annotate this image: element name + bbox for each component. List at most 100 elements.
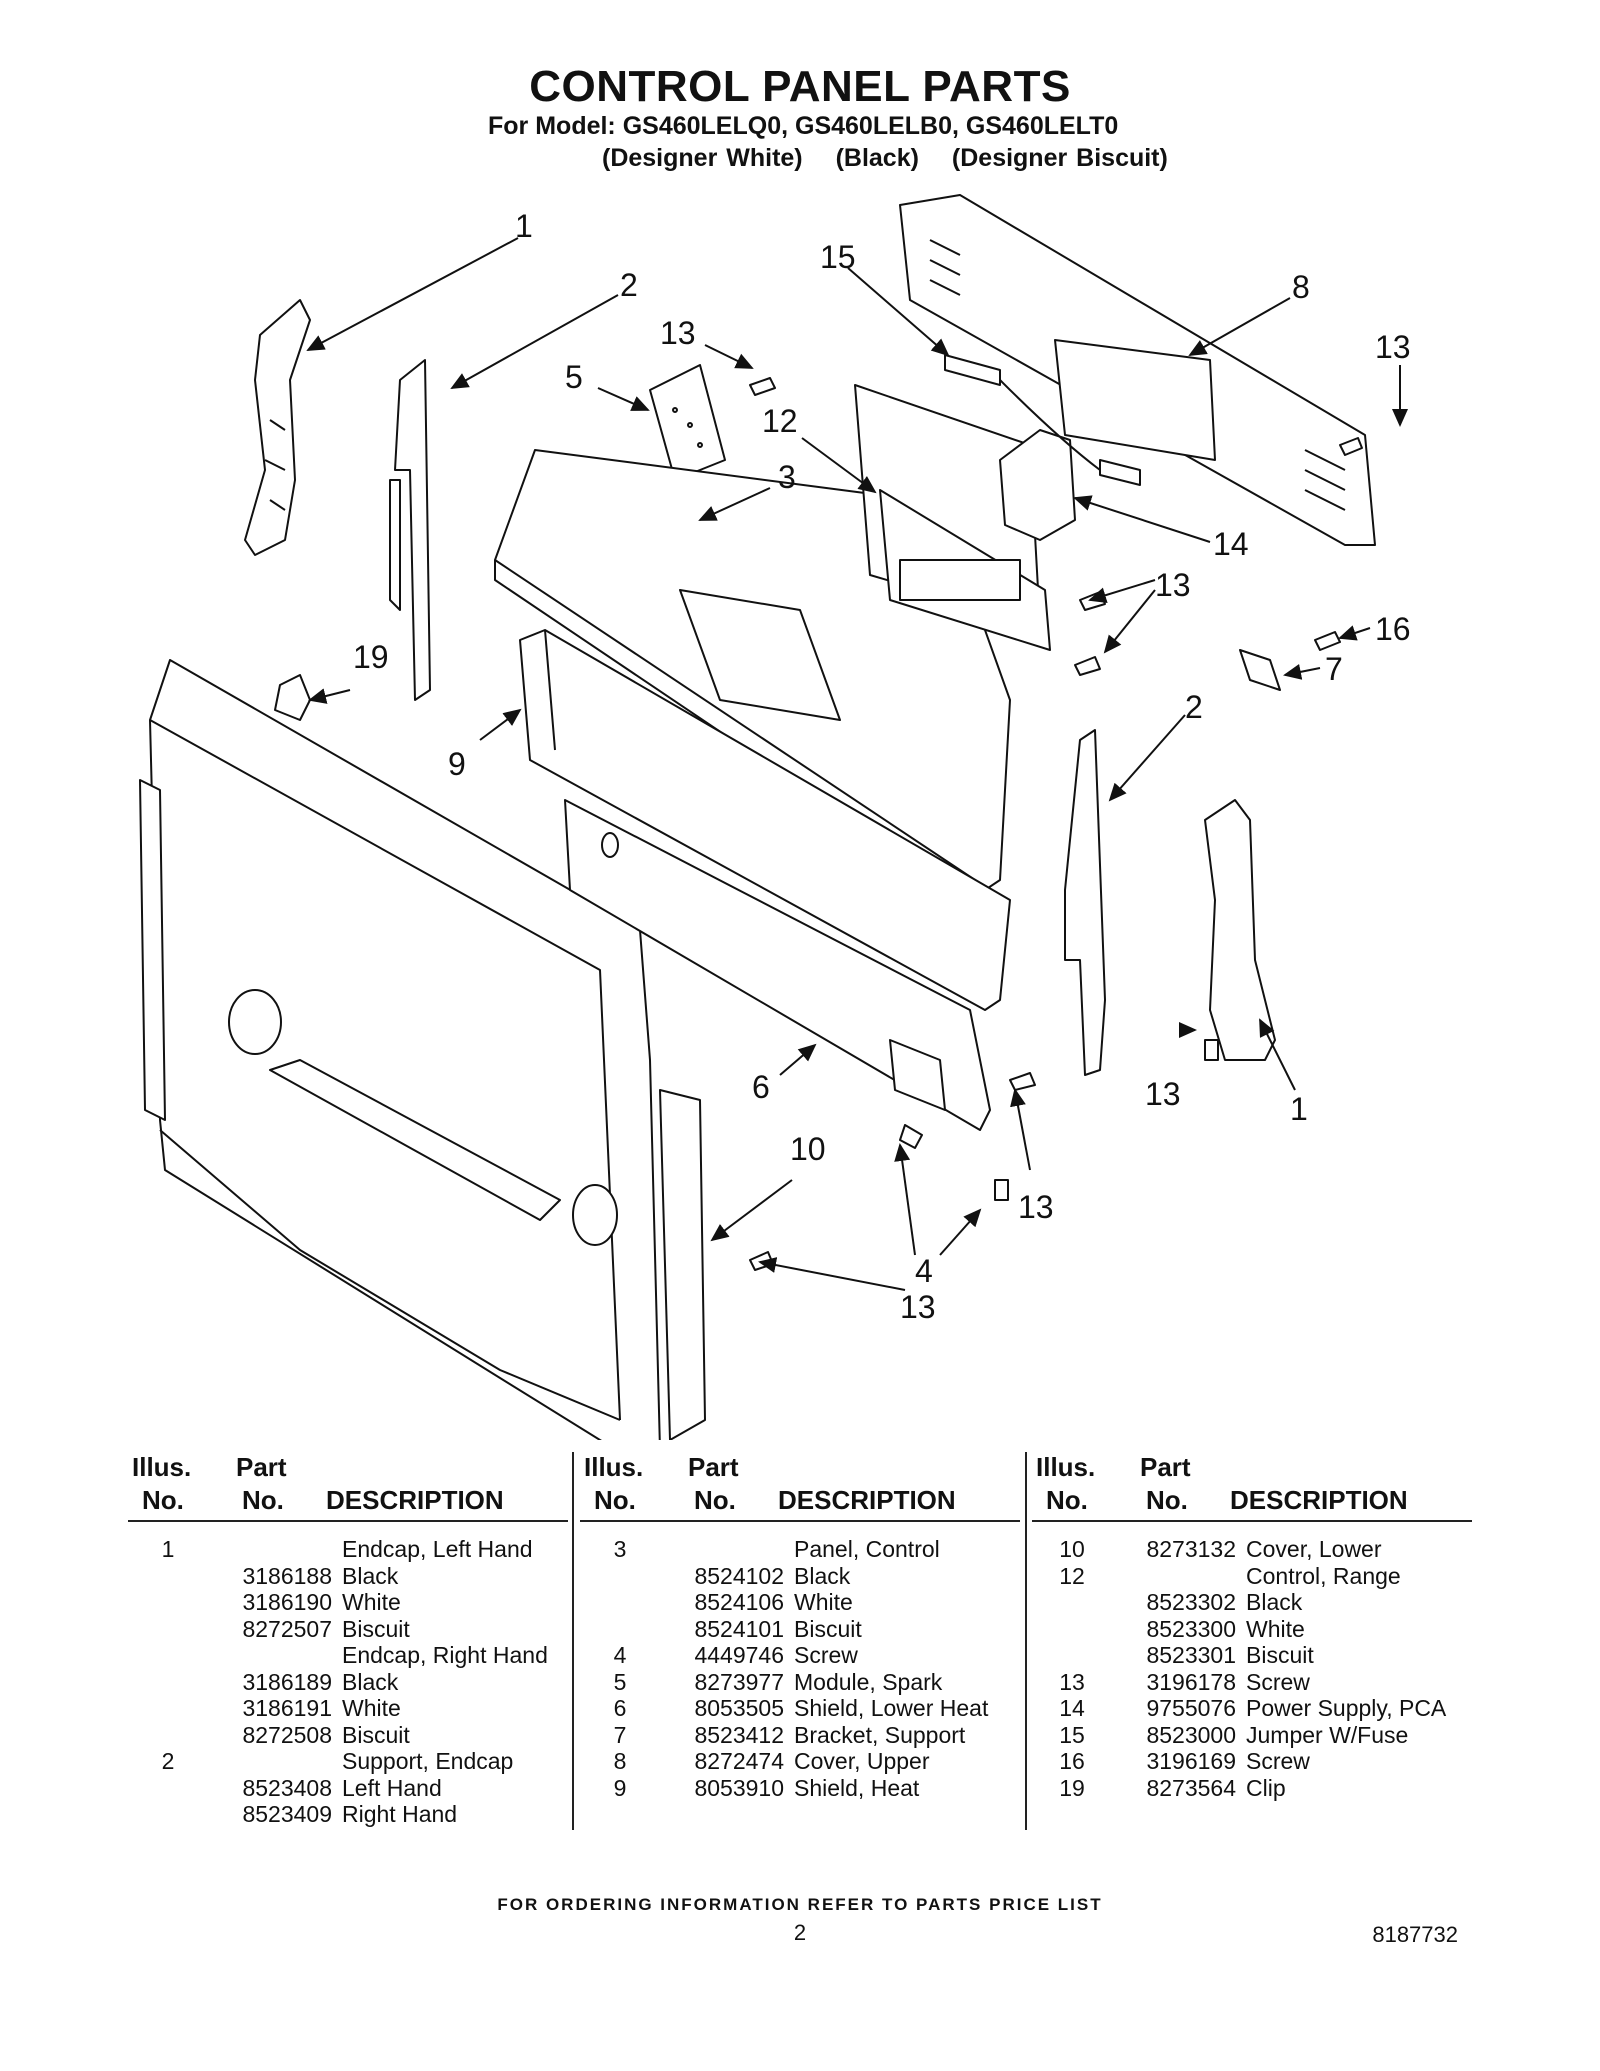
illus-number: 16 — [1059, 1748, 1085, 1774]
part-description: Black — [1246, 1589, 1303, 1615]
part-description: Biscuit — [794, 1615, 862, 1642]
illus-number: 3 — [613, 1536, 627, 1562]
header-part: Part — [1140, 1452, 1191, 1482]
part-number: 8273132 — [1146, 1536, 1236, 1562]
part-description: Right Hand — [342, 1801, 458, 1827]
callout-4: 4 — [915, 1253, 933, 1289]
callout-13-c: 13 — [1155, 567, 1191, 603]
part-description: Biscuit — [342, 1721, 410, 1748]
part-description: Bracket, Support — [794, 1721, 966, 1748]
page-number: 2 — [793, 1920, 807, 1945]
part-description: White — [1246, 1615, 1305, 1642]
table-row: 8524102 Black — [580, 1563, 1020, 1590]
model-line: For Model: GS460LELQ0, GS460LELB0, GS460… — [488, 112, 1119, 140]
header-description: DESCRIPTION — [778, 1485, 956, 1515]
callout-7: 7 — [1325, 651, 1343, 687]
callout-numbers: 1 2 13 5 15 8 13 12 3 14 13 16 7 19 9 2 … — [353, 208, 1411, 1325]
part-description: Black — [794, 1562, 851, 1589]
header-illus-no: No. — [142, 1485, 184, 1515]
color-designer-white: (Designer White) — [602, 144, 803, 172]
part-description: Shield, Lower Heat — [794, 1695, 989, 1721]
callout-13-e: 13 — [900, 1289, 936, 1325]
part-number: 8524102 — [694, 1562, 784, 1589]
power-supply-part — [999, 429, 1076, 541]
header-part-no: No. — [694, 1485, 736, 1515]
part-number: 3186191 — [242, 1695, 332, 1721]
lower-heat-shield-part — [564, 799, 991, 1131]
lower-cover-part — [139, 659, 706, 1440]
part-number: 8272474 — [694, 1748, 784, 1774]
header-illus: Illus. — [132, 1452, 192, 1482]
ordering-note: FOR ORDERING INFORMATION REFER TO PARTS … — [497, 1895, 1103, 1914]
part-number: 4449746 — [694, 1642, 784, 1668]
header-description: DESCRIPTION — [326, 1485, 504, 1515]
part-number: 3186188 — [242, 1562, 332, 1589]
table-header: Illus. No. Part No. DESCRIPTION — [128, 1452, 568, 1522]
part-number: 3196178 — [1146, 1668, 1236, 1695]
callout-1-left: 1 — [515, 208, 533, 244]
callout-15: 15 — [820, 239, 856, 275]
part-number: 3186190 — [242, 1589, 332, 1615]
clip-part — [274, 674, 311, 721]
header-illus-no: No. — [1046, 1485, 1088, 1515]
support-bracket-part — [1239, 649, 1281, 691]
part-description: Panel, Control — [794, 1536, 940, 1562]
header-illus: Illus. — [584, 1452, 644, 1482]
illus-number: 4 — [613, 1642, 627, 1668]
model-colors: (Designer White) (Black) (Designer Biscu… — [602, 144, 1192, 173]
illus-number: 19 — [1059, 1774, 1085, 1801]
callout-3: 3 — [778, 459, 796, 495]
table-row: 3 Panel, Control — [580, 1536, 1020, 1563]
part-description: Jumper W/Fuse — [1246, 1721, 1409, 1748]
part-description: Clip — [1246, 1774, 1286, 1801]
illus-number: 8 — [613, 1748, 627, 1774]
range-control-part — [854, 384, 1051, 651]
callout-19: 19 — [353, 639, 389, 675]
column-divider — [1025, 1452, 1027, 1830]
header-description: DESCRIPTION — [1230, 1485, 1408, 1515]
color-black: (Black) — [835, 144, 919, 172]
part-description: White — [342, 1695, 401, 1721]
part-description: Biscuit — [1246, 1642, 1314, 1668]
callout-2-left: 2 — [620, 267, 638, 303]
part-description: White — [794, 1589, 853, 1615]
part-description: Endcap, Left Hand — [342, 1536, 533, 1562]
part-description: Screw — [1246, 1668, 1310, 1695]
table-row: 1 Endcap, Left Hand — [128, 1536, 568, 1563]
leader-lines — [306, 237, 1408, 1291]
part-number: 9755076 — [1146, 1695, 1236, 1721]
left-endcap-support-part — [389, 359, 431, 701]
illus-number: 14 — [1059, 1695, 1085, 1721]
part-number: 8524101 — [694, 1615, 784, 1642]
illus-number: 5 — [613, 1668, 627, 1695]
part-number: 3196169 — [1146, 1748, 1236, 1774]
document-number: 8187732 — [1372, 1922, 1458, 1947]
table-row: Endcap, Right Hand — [128, 1642, 568, 1669]
illus-number: 6 — [613, 1695, 627, 1721]
color-designer-biscuit: (Designer Biscuit) — [951, 144, 1168, 172]
part-number: 8273564 — [1146, 1774, 1236, 1801]
table-header: Illus. No. Part No. DESCRIPTION — [580, 1452, 1020, 1522]
illus-number: 1 — [161, 1536, 175, 1562]
part-description: Module, Spark — [794, 1668, 943, 1695]
part-description: Screw — [1246, 1748, 1310, 1774]
table-row: 16 3196169 Screw — [1032, 1748, 1472, 1775]
part-description: Black — [342, 1562, 399, 1589]
part-number: 8523300 — [1146, 1615, 1236, 1642]
